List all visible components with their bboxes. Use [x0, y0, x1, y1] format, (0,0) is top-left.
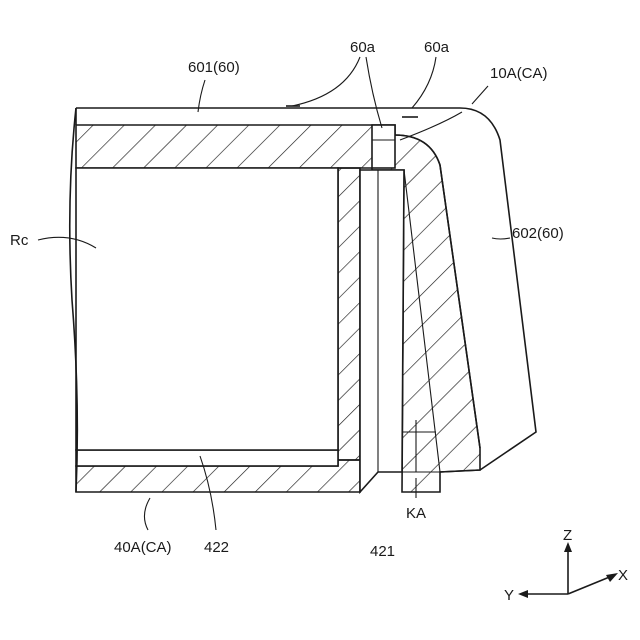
axis-label-x: X — [618, 567, 628, 584]
leader-60a-2 — [412, 57, 436, 108]
leader-60a-1a — [292, 57, 360, 106]
plate-422 — [76, 450, 338, 466]
leader-602 — [492, 238, 510, 239]
label-601: 601(60) — [188, 59, 240, 76]
label-422: 422 — [204, 539, 229, 556]
leader-60a-1b — [366, 57, 382, 128]
gap-block-60a — [372, 125, 395, 168]
axis-label-z: Z — [563, 527, 572, 544]
label-60a-1: 60a — [350, 39, 376, 56]
label-421: 421 — [370, 543, 395, 560]
label-60a-2: 60a — [424, 39, 450, 56]
axis-indicator — [518, 542, 618, 598]
leader-10A — [472, 86, 488, 104]
label-602: 602(60) — [512, 225, 564, 242]
element-421 — [360, 170, 404, 492]
label-Rc: Rc — [10, 232, 29, 249]
axis-label-y: Y — [504, 587, 514, 604]
region-Rc — [76, 168, 338, 450]
label-10A: 10A(CA) — [490, 65, 548, 82]
inner-wall-hatched — [338, 168, 360, 460]
leader-40A — [144, 498, 150, 530]
label-40A: 40A(CA) — [114, 539, 172, 556]
label-KA: KA — [406, 505, 426, 522]
